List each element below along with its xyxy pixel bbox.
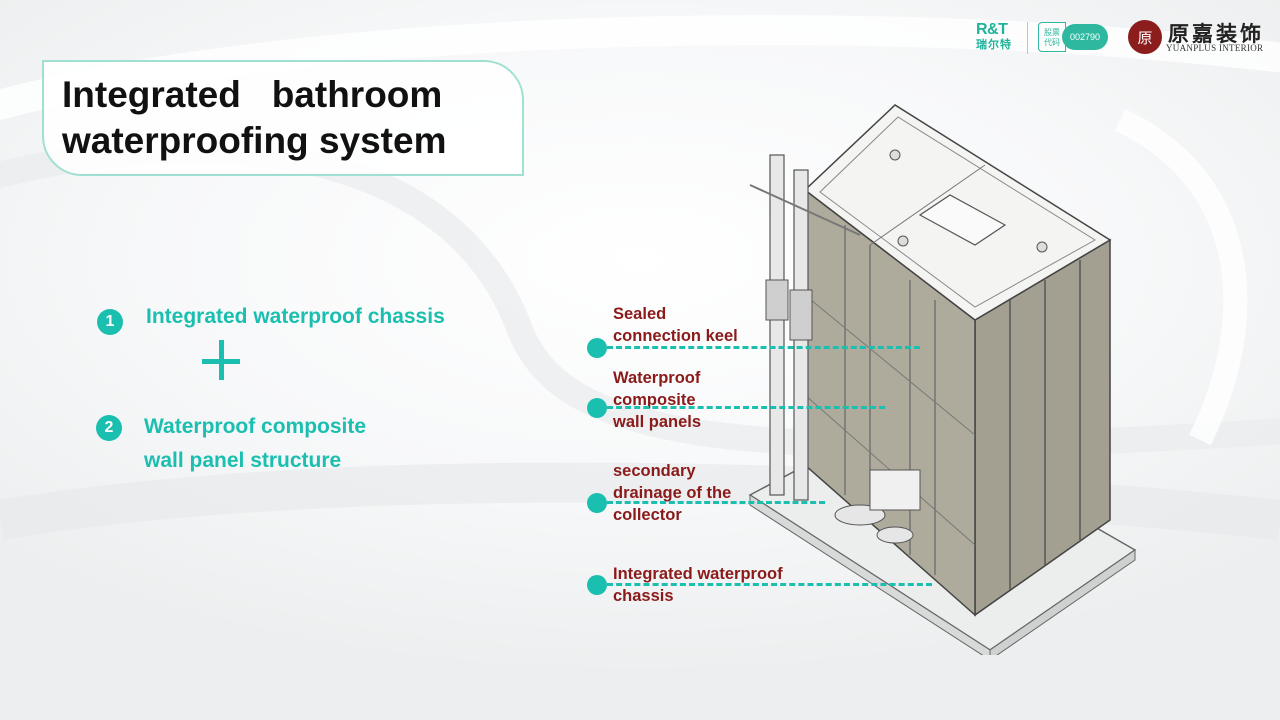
callout-label-chassis: Integrated waterproof chassis <box>613 565 783 605</box>
callout-dot-chassis <box>587 575 607 595</box>
logo-divider <box>1027 22 1028 54</box>
rt-logo-chinese: 瑞尔特 <box>976 39 1012 51</box>
stock-code-value: 002790 <box>1062 24 1108 50</box>
callout-line-wall-panels <box>607 406 885 409</box>
rt-logo: R&T 瑞尔特 <box>976 22 1020 54</box>
feature-number-1: 1 <box>97 309 123 335</box>
callout-dot-wall-panels <box>587 398 607 418</box>
callout-line-drainage <box>607 501 825 504</box>
stock-code-badge: 股票 代码 002790 <box>1038 22 1108 52</box>
yuanplus-logo-chinese: 原嘉装饰 <box>1168 21 1264 46</box>
yuanplus-logo-icon: 原 <box>1128 20 1162 54</box>
feature-text-1: Integrated waterproof chassis <box>146 305 445 328</box>
callout-label-drainage: secondary drainage of the collector <box>613 462 732 524</box>
yuanplus-logo-english: YUANPLUS INTERIOR <box>1166 43 1264 53</box>
callout-label-wall-panels: Waterproof composite wall panels <box>613 369 702 431</box>
callout-line-keel <box>607 346 920 349</box>
plus-icon <box>202 340 244 382</box>
callout-dot-keel <box>587 338 607 358</box>
callout-line-chassis <box>607 583 932 586</box>
bathroom-pod-diagram <box>748 104 1137 655</box>
callout-label-keel: Sealed connection keel <box>613 305 738 345</box>
slide-title: Integrated bathroom waterproofing system <box>62 74 447 161</box>
rt-logo-mark: R&T <box>976 21 1008 38</box>
feature-text-2: Waterproof composite wall panel structur… <box>144 415 367 472</box>
callout-dot-drainage <box>587 493 607 513</box>
title-box: Integrated bathroom waterproofing system <box>42 60 524 176</box>
feature-number-2: 2 <box>96 415 122 441</box>
